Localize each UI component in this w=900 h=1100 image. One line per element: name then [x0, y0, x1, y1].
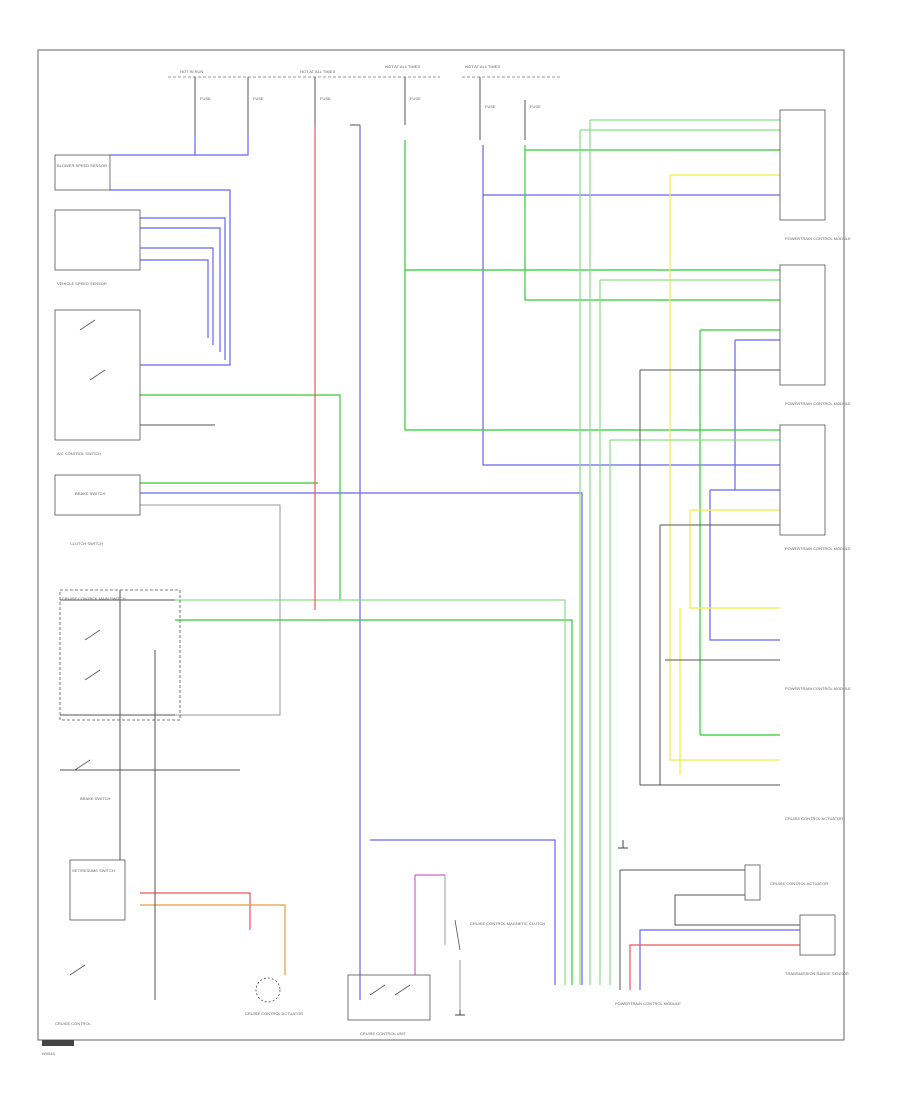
- left-comp-4-label: BRAKE SWITCH: [75, 491, 106, 496]
- violet-wires: [414, 874, 445, 975]
- left-comp-5-label: CLUTCH SWITCH: [70, 541, 103, 546]
- left-comp-3-label: A/C CONTROL SWITCH: [57, 451, 101, 456]
- set-resume-switch: SET/RESUME SWITCH: [69, 859, 126, 921]
- light-green-wires: [175, 119, 780, 985]
- brake-switch-1: BRAKE SWITCH: [54, 474, 141, 516]
- cruise-control-unit: CRUISE CONTROL UNIT: [347, 974, 431, 1036]
- cruise-actuator-right: CRUISE CONTROL ACTUATOR: [785, 816, 843, 821]
- transmission-range-sensor: TRANSMISSION RANGE SENSOR: [785, 914, 849, 976]
- ac-control-switch: A/C CONTROL SWITCH: [54, 309, 141, 456]
- right-comp-3-label: POWERTRAIN CONTROL MODULE: [785, 546, 851, 551]
- right-comp-6-label: CRUISE CONTROL ACTUATOR: [770, 881, 828, 886]
- left-comp-7-label: BRAKE SWITCH: [80, 796, 111, 801]
- diode-right: CRUISE CONTROL ACTUATOR: [744, 864, 828, 901]
- fuse-d-label: FUSE: [410, 96, 421, 101]
- left-comp-2-label: VEHICLE SPEED SENSOR: [57, 281, 107, 286]
- vehicle-speed-sensor: VEHICLE SPEED SENSOR: [54, 209, 141, 286]
- pcm-connector-2: POWERTRAIN CONTROL MODULE: [779, 264, 851, 406]
- cruise-actuator-bottom: CRUISE CONTROL ACTUATOR: [245, 977, 303, 1016]
- diagram-frame: [37, 49, 845, 1041]
- bottom-left-label: CRUISE CONTROL: [55, 1021, 92, 1026]
- bottom-comp-2-label: CRUISE CONTROL MAGNETIC CLUTCH: [470, 921, 545, 926]
- fuse-c: FUSE: [314, 77, 331, 125]
- red-wires: [140, 125, 800, 990]
- top-mid2-group-label: HOT AT ALL TIMES: [385, 64, 420, 69]
- left-comp-8-label: SET/RESUME SWITCH: [72, 868, 115, 873]
- ground-symbol: [455, 840, 628, 1016]
- right-comp-2-label: POWERTRAIN CONTROL MODULE: [785, 401, 851, 406]
- clutch-switch: CLUTCH SWITCH: [70, 541, 103, 546]
- fuse-e: FUSE: [479, 77, 496, 140]
- fuse-b: FUSE: [247, 77, 264, 135]
- fuse-a: FUSE: [194, 77, 211, 135]
- bottom-comp-1-label: CRUISE CONTROL UNIT: [360, 1031, 407, 1036]
- top-right-group-label: HOT AT ALL TIMES: [465, 64, 500, 69]
- fuse-a-label: FUSE: [200, 96, 211, 101]
- fuse-e-label: FUSE: [485, 104, 496, 109]
- top-left-group-label: HOT IN RUN: [180, 69, 203, 74]
- fuse-d: FUSE: [404, 77, 421, 125]
- fuse-b-label: FUSE: [253, 96, 264, 101]
- fuse-f-label: FUSE: [530, 104, 541, 109]
- cruise-control-switch-bottom: CRUISE CONTROL: [55, 964, 92, 1026]
- gray-wires: [140, 504, 461, 1010]
- pcm-main-connector: POWERTRAIN CONTROL MODULE: [615, 1001, 681, 1006]
- fuse-f: FUSE: [524, 100, 541, 140]
- top-mid-group-label: HOT AT ALL TIMES: [300, 69, 335, 74]
- blue-wires: [110, 125, 800, 1000]
- magnetic-clutch: CRUISE CONTROL MAGNETIC CLUTCH: [454, 919, 545, 951]
- left-comp-6-label: CRUISE CONTROL MAIN SWITCH: [62, 596, 126, 601]
- left-comp-1-label: BLOWER SPEED SENSOR: [57, 163, 107, 168]
- right-comp-5-label: CRUISE CONTROL ACTUATOR: [785, 816, 843, 821]
- footer-label: W0044: [42, 1051, 55, 1056]
- yellow-wires: [669, 174, 780, 775]
- black-wires: [60, 124, 800, 1000]
- blower-speed-sensor: BLOWER SPEED SENSOR: [54, 154, 111, 191]
- fuse-c-label: FUSE: [320, 96, 331, 101]
- brake-switch-2: BRAKE SWITCH: [74, 759, 111, 801]
- pcm-main-label: POWERTRAIN CONTROL MODULE: [615, 1001, 681, 1006]
- pcm-connector-3: POWERTRAIN CONTROL MODULE: [779, 424, 851, 551]
- bottom-comp-4-label: TRANSMISSION RANGE SENSOR: [785, 971, 849, 976]
- green-wires: [140, 140, 780, 985]
- bottom-comp-3-label: CRUISE CONTROL ACTUATOR: [245, 1011, 303, 1016]
- orange-wires: [140, 904, 286, 975]
- cruise-main-switch: CRUISE CONTROL MAIN SWITCH: [59, 589, 181, 721]
- right-comp-4-label: POWERTRAIN CONTROL MODULE: [785, 686, 851, 691]
- right-comp-1-label: POWERTRAIN CONTROL MODULE: [785, 236, 851, 241]
- footer-label-box: [42, 1040, 74, 1046]
- pcm-connector-4: POWERTRAIN CONTROL MODULE: [785, 686, 851, 691]
- pcm-connector-1: POWERTRAIN CONTROL MODULE: [779, 109, 851, 241]
